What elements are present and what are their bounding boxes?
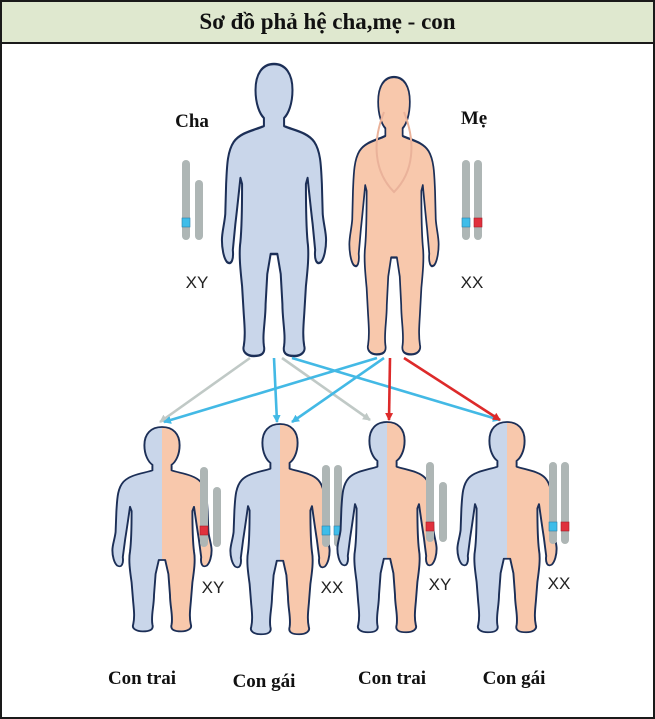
- father-label: Cha: [175, 111, 209, 132]
- child-4-label: Con gái: [483, 668, 546, 689]
- arrow-mother-x2-son2: [385, 357, 394, 421]
- arrow-father-x-daughter2: [291, 356, 501, 422]
- mother-x2-chromosome: [474, 160, 482, 240]
- arrow-father-x-daughter1: [272, 357, 281, 423]
- mother-figure: [348, 75, 440, 356]
- child-2-karyotype: XX: [321, 578, 344, 597]
- mother-organ-hint: [375, 111, 413, 194]
- arrow-mother-x1-daughter1: [291, 356, 385, 424]
- arrow-mother-x1-son1: [163, 356, 378, 424]
- child-4-chromosomes: [548, 462, 570, 544]
- inheritance-arrows: [159, 356, 501, 424]
- father-chromosomes: [181, 160, 203, 240]
- child-2-label: Con gái: [233, 671, 296, 692]
- father-figure: [220, 62, 328, 358]
- diagram-title: Sơ đồ phả hệ cha,mẹ - con: [199, 9, 456, 34]
- mother-x1-marker: [461, 217, 471, 228]
- child-3-karyotype: XY: [429, 575, 452, 594]
- child-3-figure: [336, 421, 438, 634]
- arrow-father-y-son2: [281, 356, 371, 422]
- father-karyotype: XY: [186, 273, 209, 292]
- child-1-chromosomes: [199, 467, 221, 547]
- child-3-label: Con trai: [358, 668, 426, 689]
- father-x-marker: [181, 217, 191, 228]
- child-2-figure: [229, 423, 331, 636]
- child-4-figure: [456, 421, 558, 634]
- mother-karyotype: XX: [461, 273, 484, 292]
- mother-chromosomes: [461, 160, 483, 240]
- arrow-father-y-son1: [159, 356, 251, 424]
- mother-label: Mẹ: [461, 108, 487, 129]
- mother-x2-marker: [473, 217, 483, 228]
- title-bar: Sơ đồ phả hệ cha,mẹ - con: [2, 2, 653, 44]
- father-x-chromosome: [182, 160, 190, 240]
- arrow-mother-x2-daughter2: [403, 356, 501, 422]
- father-y-chromosome: [195, 180, 203, 240]
- child-3-chromosomes: [425, 462, 447, 542]
- child-1-label: Con trai: [108, 668, 176, 689]
- child-1-karyotype: XY: [202, 578, 225, 597]
- child-4-karyotype: XX: [548, 574, 571, 593]
- mother-x1-chromosome: [462, 160, 470, 240]
